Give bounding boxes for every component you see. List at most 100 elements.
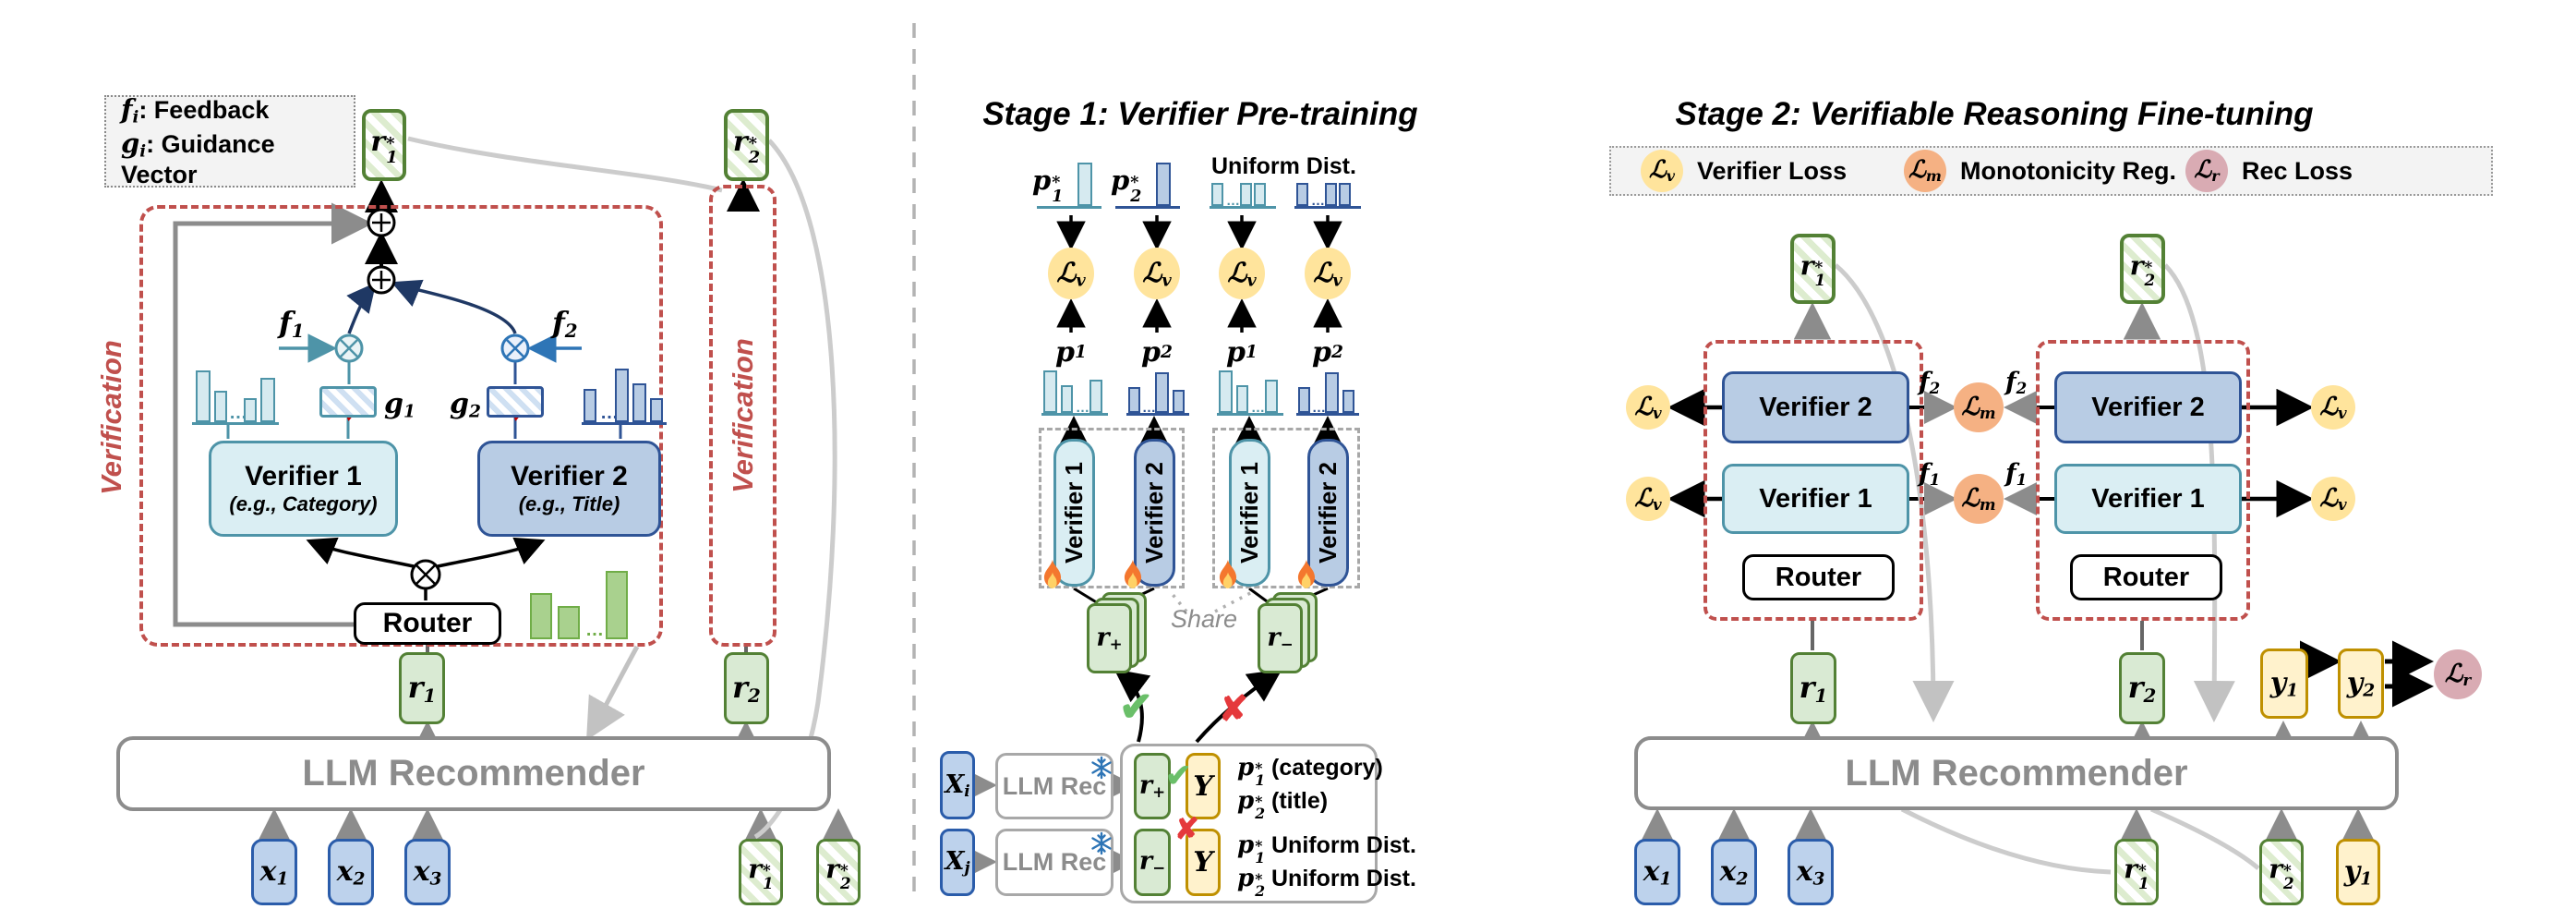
bar bbox=[650, 398, 663, 422]
r2-star-input-box: r*2 bbox=[816, 839, 861, 905]
bar bbox=[1325, 183, 1337, 206]
verifier1-title: Verifier 1 bbox=[245, 461, 362, 491]
verifier-loss-legend-label: Verifier Loss bbox=[1697, 157, 1848, 185]
r2-box-stage2: r2 bbox=[2119, 652, 2165, 724]
r-plus-stack: r+ bbox=[1087, 592, 1147, 673]
router-box-right: Router bbox=[2070, 554, 2222, 600]
p2-pred-chart: … bbox=[1126, 370, 1189, 416]
share-label: Share bbox=[1171, 605, 1238, 633]
verifier2-box-left: Verifier 2 bbox=[1722, 371, 1909, 443]
ellipsis: … bbox=[1142, 400, 1157, 416]
r1-box-stage2: r1 bbox=[1790, 652, 1836, 724]
monotonicity-reg-circle: ℒm bbox=[1954, 474, 2004, 524]
label-y-box-1: Y bbox=[1186, 753, 1221, 819]
feedback-loop-line bbox=[173, 202, 425, 627]
verification-region-1 bbox=[139, 205, 663, 647]
monotonicity-reg-icon: ℒm bbox=[1904, 150, 1946, 192]
y1-input-box-stage2: y1 bbox=[2336, 839, 2380, 905]
verifier2-pill: Verifier 2 bbox=[1134, 439, 1175, 587]
x3-input-box: x3 bbox=[404, 839, 451, 905]
bar bbox=[1128, 387, 1140, 413]
r1-box: r1 bbox=[399, 652, 445, 724]
cross-icon: ✘ bbox=[1174, 812, 1199, 845]
r1-star-output-box: r*1 bbox=[362, 109, 406, 181]
feedback1-histogram: … bbox=[192, 338, 279, 425]
bar bbox=[632, 383, 646, 422]
verification-label-2: Verification bbox=[727, 338, 759, 493]
f2-label: f2 bbox=[1919, 368, 1941, 398]
verifier2-subtitle: (e.g., Title) bbox=[518, 492, 620, 515]
guidance1-box bbox=[319, 386, 377, 418]
otimes-icon bbox=[500, 333, 530, 363]
bar bbox=[1339, 183, 1351, 206]
bar bbox=[1219, 370, 1233, 413]
g2-label: g2 bbox=[450, 388, 481, 422]
flame-icon bbox=[1297, 560, 1316, 588]
ellipsis: … bbox=[1226, 193, 1241, 209]
ellipsis: … bbox=[1076, 400, 1090, 416]
p1-star-label: p*1 bbox=[1032, 164, 1064, 206]
verifier-loss-circle: ℒv bbox=[1626, 477, 1670, 521]
x2-input-box-stage2: x2 bbox=[1711, 839, 1757, 905]
otimes-icon bbox=[334, 333, 364, 363]
verifier-loss-icon: ℒv bbox=[1641, 150, 1683, 192]
verifier-loss-circle: ℒv bbox=[1048, 248, 1094, 299]
p2-star-chart bbox=[1115, 163, 1180, 209]
stage2-title: Stage 2: Verifiable Reasoning Fine-tunin… bbox=[1675, 96, 2314, 132]
f2-label: f2 bbox=[552, 305, 578, 342]
bar bbox=[1298, 387, 1310, 413]
r2-star-input-box-stage2: r*2 bbox=[2259, 839, 2304, 905]
verifier-loss-circle: ℒv bbox=[1219, 248, 1265, 299]
verifier1-box: Verifier 1 (e.g., Category) bbox=[209, 441, 398, 537]
bar bbox=[1342, 390, 1354, 413]
verifier2-title: Verifier 2 bbox=[511, 461, 628, 491]
r-minus-box: r− bbox=[1134, 829, 1171, 896]
bar bbox=[1211, 183, 1223, 206]
bar bbox=[1296, 183, 1308, 206]
router-weights-histogram: … bbox=[524, 568, 649, 640]
r1-star-input-box: r*1 bbox=[739, 839, 783, 905]
verifier2-box: Verifier 2 (e.g., Title) bbox=[477, 441, 661, 537]
monotonicity-reg-circle: ℒm bbox=[1954, 382, 2004, 432]
verifier-loss-circle: ℒv bbox=[1626, 385, 1670, 430]
verifier-loss-circle: ℒv bbox=[1134, 248, 1180, 299]
bar bbox=[558, 606, 580, 639]
oplus-icon bbox=[367, 208, 396, 237]
verifier2-box-right: Verifier 2 bbox=[2054, 371, 2242, 443]
bar bbox=[606, 571, 628, 639]
verifier-loss-circle: ℒv bbox=[2311, 477, 2355, 521]
legend-feedback-guidance: fi: Feedback gi: Guidance Vector bbox=[104, 93, 355, 188]
r1-star-box-stage2: r*1 bbox=[1790, 234, 1836, 304]
r2-box: r2 bbox=[724, 652, 769, 724]
bar bbox=[530, 593, 552, 639]
snowflake-icon bbox=[1091, 831, 1112, 855]
bar bbox=[1061, 385, 1073, 413]
bar bbox=[1240, 183, 1252, 206]
verifier-loss-circle: ℒv bbox=[2311, 385, 2355, 430]
y2-target-uniform-2: p*2 Uniform Dist. bbox=[1237, 865, 1416, 901]
verifier1-pill: Verifier 1 bbox=[1229, 439, 1270, 587]
bar bbox=[1254, 183, 1266, 206]
bar bbox=[244, 398, 257, 422]
flame-icon bbox=[1219, 560, 1237, 588]
card: r+ bbox=[1087, 603, 1132, 673]
bar bbox=[615, 369, 629, 422]
ellipsis: … bbox=[1311, 193, 1326, 209]
bar bbox=[214, 391, 227, 422]
p1-star-chart bbox=[1037, 163, 1101, 209]
cross-icon: ✘ bbox=[1219, 690, 1248, 729]
llm-recommender-box-stage2: LLM Recommender bbox=[1634, 736, 2399, 810]
bar bbox=[1156, 163, 1171, 206]
router-box: Router bbox=[354, 602, 501, 645]
flame-icon bbox=[1124, 560, 1142, 588]
llm-recommender-box: LLM Recommender bbox=[116, 736, 831, 811]
uniform-chart-2: … bbox=[1294, 183, 1361, 209]
label-y-box-2: Y bbox=[1186, 829, 1221, 896]
verifier1-subtitle: (e.g., Category) bbox=[229, 492, 378, 515]
ellipsis: … bbox=[1251, 400, 1266, 416]
f1-label: f1 bbox=[279, 305, 305, 342]
y2-output-box: y2 bbox=[2338, 648, 2384, 719]
monotonicity-reg-legend-label: Monotonicity Reg. bbox=[1960, 157, 2176, 185]
